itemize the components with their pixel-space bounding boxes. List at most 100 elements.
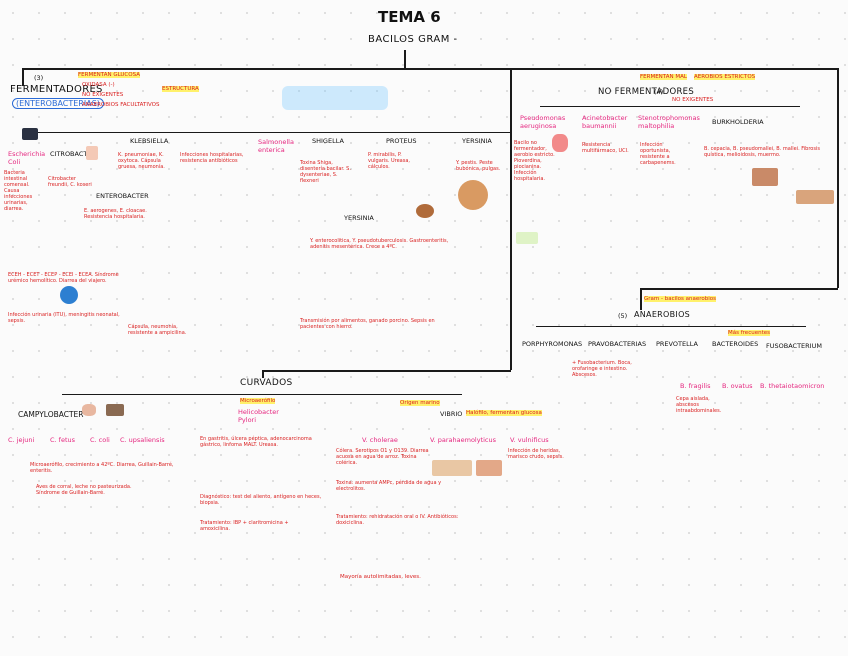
- anaer-count: (5): [618, 312, 627, 320]
- proteus-notes: P. mirabilis, P. vulgaris. Ureasa, cálcu…: [368, 152, 424, 170]
- curvados-stem: [262, 370, 264, 378]
- main-right-edge: [837, 68, 839, 288]
- campy-species-1[interactable]: C. fetus: [50, 436, 75, 444]
- child-burkholderia[interactable]: BURKHOLDERIA: [712, 118, 764, 126]
- ferm-decor-blue: [282, 86, 388, 110]
- child-shigella[interactable]: SHIGELLA: [312, 137, 344, 145]
- curvados-label: CURVADOS: [240, 378, 293, 388]
- anaer-label: ANAEROBIOS: [634, 310, 690, 319]
- yersinia-notes2: Transmisión por alimentos, ganado porcin…: [300, 318, 460, 330]
- child-prevotella[interactable]: PREVOTELLA: [656, 340, 698, 348]
- skin-image: [752, 168, 778, 186]
- title-stem: [404, 50, 406, 68]
- nofer-note1: FERMENTAN MAL: [640, 74, 687, 80]
- campy-notes: Microaerófilo, crecimiento a 42ºC. Diarr…: [30, 462, 190, 474]
- bact-species-1[interactable]: B. ovatus: [722, 382, 752, 390]
- child-yersinia-top[interactable]: YERSINIA: [462, 137, 492, 145]
- vibrio-note: Origen marino: [400, 400, 440, 406]
- vibrio-bottom: Mayoría autolimitadas, leves.: [340, 574, 421, 580]
- yersinia-top-notes: Y. pestis. Peste bubónica, pulgas.: [456, 160, 506, 172]
- campy-species-0[interactable]: C. jejuni: [8, 436, 34, 444]
- ferm-note5: ESTRUCTURA: [162, 86, 199, 92]
- campy-species-3[interactable]: C. upsaliensis: [120, 436, 165, 444]
- green-box: [516, 232, 538, 244]
- porph-notes: + Fusobacterium. Boca, orofaringe e inte…: [572, 360, 634, 378]
- klebsiella-list: Cápsula, neumonía, resistente a ampicili…: [128, 324, 188, 336]
- helico-notes3: Tratamiento: IBP + claritromicina + amox…: [200, 520, 290, 532]
- ecoli-pathotypes: ECEH - ECET - ECEP - ECEI - ECEA. Síndro…: [8, 272, 128, 284]
- vibrio-notes2: Toxina: aumenta AMPc, pérdida de agua y …: [336, 480, 456, 492]
- ferm-count: (3): [34, 74, 43, 82]
- ecoli-image: [22, 128, 38, 140]
- anaer-row-bar: [536, 326, 806, 327]
- vibrio-notes3: Tratamiento: rehidratación oral o IV. An…: [336, 514, 466, 526]
- nofer-note2: AEROBIOS ESTRICTOS: [694, 74, 755, 80]
- child-prevotella-a[interactable]: PRAVOBACTERIAS: [588, 340, 646, 348]
- nofer-row-bar: [540, 106, 800, 107]
- child-yersinia[interactable]: YERSINIA: [344, 214, 374, 222]
- child-fusobacterium[interactable]: FUSOBACTERIUM: [766, 342, 822, 350]
- steno-notes: Infección oportunista, resistente a carb…: [640, 142, 694, 166]
- child-porphyromonas[interactable]: PORPHYROMONAS: [522, 340, 582, 348]
- enterobacter-notes: E. aerogenes, E. cloacae. Resistencia ho…: [84, 208, 154, 220]
- citrobacter-notes: Citrobacter freundii, C. koseri: [48, 176, 92, 188]
- divider-vertical: [510, 68, 512, 370]
- vibrio-image: [432, 460, 472, 476]
- acinetobacter-notes: Resistencia multifármaco, UCI.: [582, 142, 632, 154]
- main-top-bar: [22, 68, 838, 70]
- vibrio-species-0[interactable]: V. cholerae: [362, 436, 398, 444]
- helico-notes: En gastritis, úlcera péptica, adenocarci…: [200, 436, 330, 448]
- plate-image: [60, 286, 78, 304]
- left-bottom-bar: [262, 370, 511, 372]
- proteus-image: [416, 204, 434, 218]
- vibrio-image2: [476, 460, 502, 476]
- child-klebsiella[interactable]: KLEBSIELLA: [130, 137, 168, 145]
- campy-species-2[interactable]: C. coli: [90, 436, 110, 444]
- curvados-bar: [62, 394, 462, 395]
- nofer-note3: NO EXIGENTES: [672, 97, 713, 103]
- nofer-label: NO FERMENTADORES: [598, 87, 694, 97]
- child-stenotrophomonas[interactable]: Stenotrophomonas maltophilia: [638, 114, 698, 130]
- ecoli-notes: Bacteria intestinal comensal. Causa infe…: [4, 170, 46, 212]
- child-proteus[interactable]: PROTEUS: [386, 137, 417, 145]
- ferm-note2: OXIDASA (-): [82, 82, 115, 88]
- chicken-image: [82, 404, 96, 416]
- vibrio-note2: Halófilo, fermentan glucosa: [466, 410, 542, 416]
- page-subtitle: BACILOS GRAM -: [368, 34, 458, 45]
- child-campylobacter[interactable]: CAMPYLOBACTER: [18, 410, 84, 419]
- arm-image: [796, 190, 834, 204]
- ferm-note3: NO EXIGENTES: [82, 92, 123, 98]
- right-bottom-bar: [640, 288, 838, 290]
- fragilis-notes: Cepa aislada, abscesos intraabdominales.: [676, 396, 726, 414]
- ferm-row-bar: [28, 132, 510, 133]
- burkholderia-notes: B. cepacia, B. pseudomallei, B. mallei. …: [704, 146, 834, 158]
- anaer-note: Gram - bacilos anaerobios: [644, 296, 716, 302]
- child-enterobacter[interactable]: ENTEROBACTER: [96, 192, 149, 200]
- lungs-image: [552, 134, 568, 152]
- campy-notes2: Aves de corral, leche no pasteurizada. S…: [36, 484, 146, 496]
- child-helicobacter[interactable]: Helicobacter Pylori: [238, 408, 290, 424]
- shigella-notes: Toxina Shiga, disentería bacilar. S. dys…: [300, 160, 352, 184]
- cow-image: [106, 404, 124, 416]
- vibrio-species-2[interactable]: V. vulnificus: [510, 436, 549, 444]
- klebsiella-notes: K. pneumoniae, K. oxytoca. Cápsula grues…: [118, 152, 180, 170]
- bact-species-2[interactable]: B. thetaiotaomicron: [760, 382, 824, 390]
- bact-note: Más frecuentes: [728, 330, 770, 336]
- ferm-note4: ANAEROBIOS FACULTATIVOS: [82, 102, 159, 108]
- yersinia-image: [458, 180, 488, 210]
- child-bacteroides[interactable]: BACTEROIDES: [712, 340, 758, 348]
- child-vibrio[interactable]: VIBRIO: [440, 410, 462, 418]
- bact-species-0[interactable]: B. fragilis: [680, 382, 710, 390]
- child-salmonella[interactable]: Salmonella enterica: [258, 138, 304, 154]
- child-pseudomonas[interactable]: Pseudomonas aeruginosa: [520, 114, 570, 130]
- page-title: TEMA 6: [378, 8, 441, 26]
- vibrio-species-1[interactable]: V. parahaemolyticus: [430, 436, 496, 444]
- ecoli-pathotypes2: Infección urinaria (ITU), meningitis neo…: [8, 312, 128, 324]
- helico-note: Microaerófilo: [240, 398, 275, 404]
- child-ecoli[interactable]: Escherichia Coli: [8, 150, 52, 166]
- anaer-stem: [640, 288, 642, 310]
- child-acinetobacter[interactable]: Acinetobacter baumannii: [582, 114, 632, 130]
- klebsiella-notes2: Infecciones hospitalarias, resistencia a…: [180, 152, 252, 164]
- helico-notes2: Diagnóstico: test del aliento, antígeno …: [200, 494, 330, 506]
- ferm-note1: FERMENTAN GLUCOSA: [78, 72, 140, 78]
